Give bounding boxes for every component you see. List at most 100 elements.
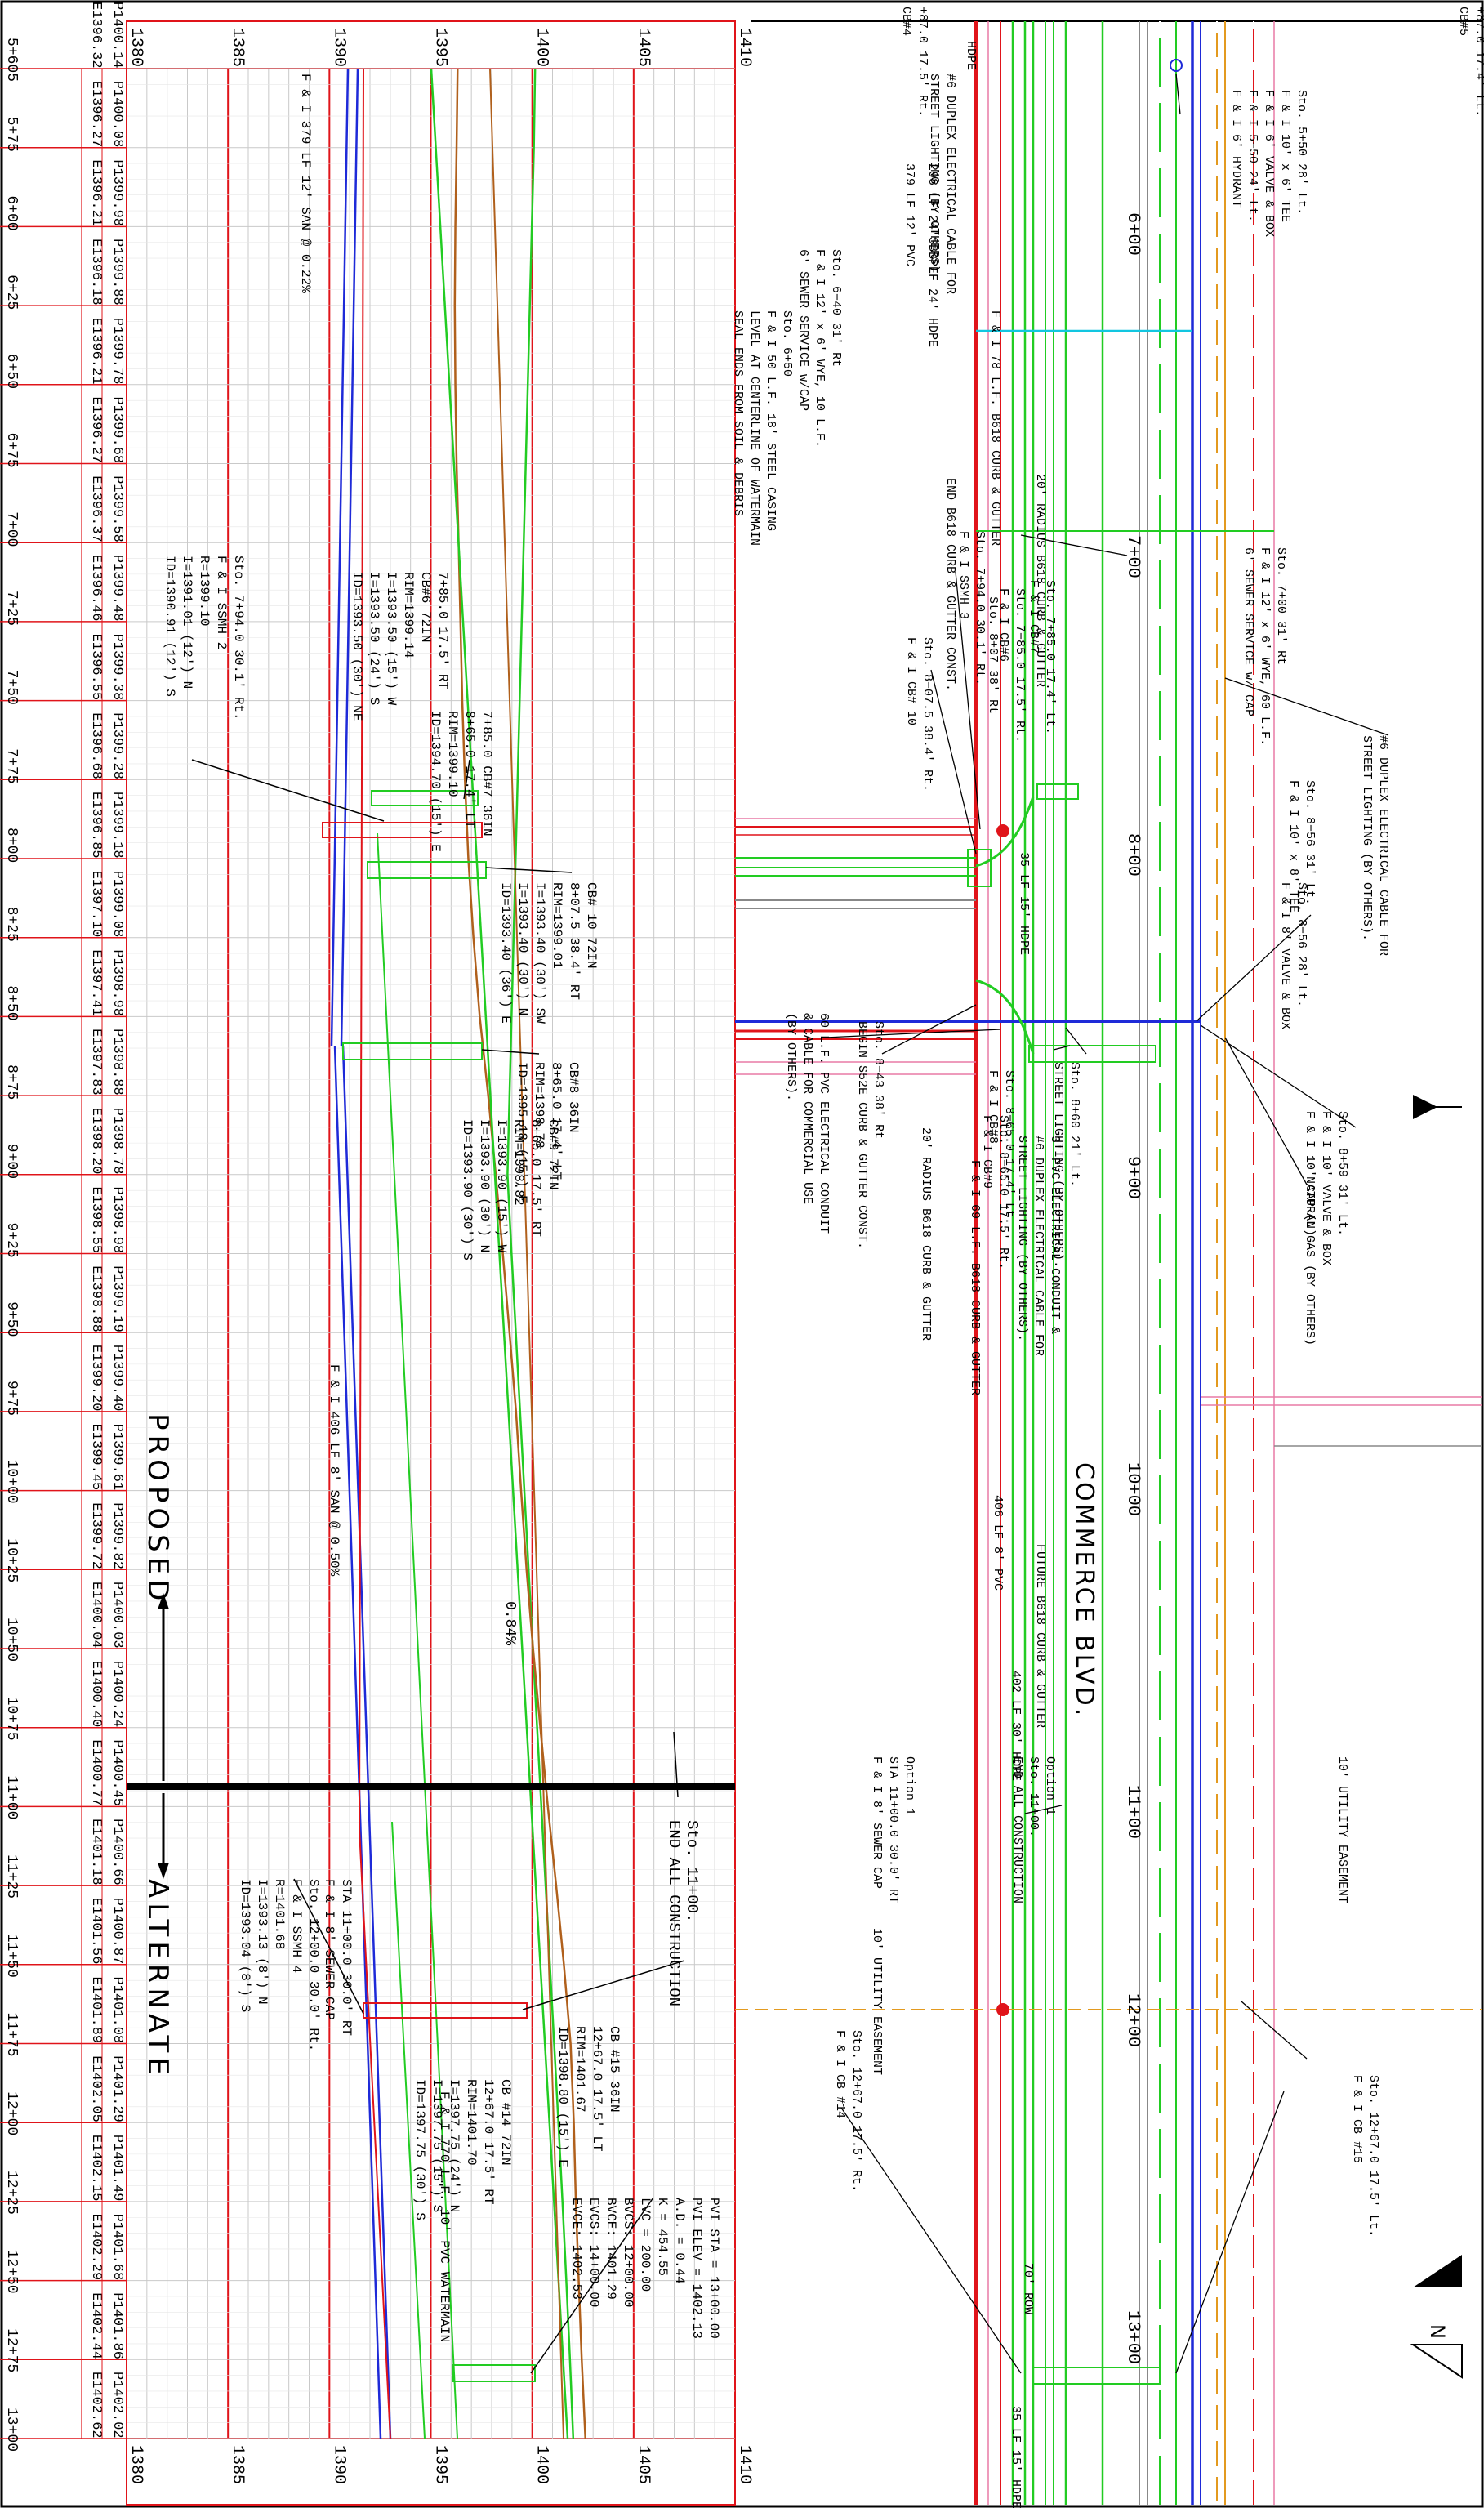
proposed-elevation: P1399.19 xyxy=(109,1265,125,1332)
station-label: 13+00 xyxy=(3,2408,20,2452)
proposed-elevation: P1398.78 xyxy=(109,1108,125,1175)
profile-note-line: I=1397.75 (15') S xyxy=(430,2079,444,2212)
profile-note-line: I=1397.75 (24') N xyxy=(447,2079,461,2212)
plan-right-callout-line: Sto. 8+56 31' Lt. xyxy=(1303,780,1317,905)
plan-left-callout-line: STREET LIGHTING (BY OTHERS). xyxy=(1051,1062,1065,1268)
station-label: 6+75 xyxy=(3,433,20,468)
structure-cb14 xyxy=(452,2364,536,2382)
station-label: 7+25 xyxy=(3,591,20,626)
plan-left-callout-line: Sto. 11+00. xyxy=(1027,1756,1041,1837)
plan-right-callout-line: 6' SEWER SERVICE w/ CAP xyxy=(1241,547,1255,716)
alternate-label: ALTERNATE xyxy=(141,1879,174,2080)
profile-note-line: 7+85.0 CB#7 36IN xyxy=(479,711,494,837)
existing-elevation: E1402.62 xyxy=(88,2372,104,2439)
callout-leader xyxy=(1224,677,1389,736)
plan-station: 9+00 xyxy=(1123,1156,1143,1199)
station-label: 12+50 xyxy=(3,2250,20,2294)
plan-left-callout-line: CB#4 xyxy=(899,7,913,36)
structure-cb8 xyxy=(342,1042,483,1060)
storm-profile-top xyxy=(377,832,458,2439)
profile-note-line: CB# 10 72IN xyxy=(584,882,599,969)
plan-station: 6+00 xyxy=(1123,212,1143,256)
profile-note-line: CB#8 36IN xyxy=(566,1062,581,1132)
proposed-elevation: P1400.87 xyxy=(109,1898,125,1965)
elevation-tick-bottom: 1405 xyxy=(634,2445,653,2484)
pipe-label-406: F & I 406 LF 8' SAN @ 0.50% xyxy=(327,1364,341,1577)
sanitary-8-crown xyxy=(341,1045,392,2439)
proposed-elevation: P1399.18 xyxy=(109,792,125,859)
profile-note-line: CB #15 36IN xyxy=(607,2026,622,2113)
profile-note-line: ID=1393.90 (30') S xyxy=(460,1119,475,1261)
proposed-elevation: P1399.88 xyxy=(109,239,125,306)
profile-note-line: STA 11+00.0 30.0' RT xyxy=(339,1879,354,2036)
proposed-elevation: P1398.98 xyxy=(109,949,125,1016)
station-label: 6+25 xyxy=(3,274,20,310)
station-label: 6+00 xyxy=(3,195,20,230)
plan-left-callout-line: F & I CB#9 xyxy=(980,1115,994,1189)
plan-station: 13+00 xyxy=(1123,2310,1143,2364)
note-leader xyxy=(293,1878,364,2015)
watermain-profile xyxy=(430,68,569,2439)
plan-left-callout-line: STREET LIGHTING (BY OTHERS) xyxy=(927,74,941,272)
profile-note-line: BVCE: 1401.29 xyxy=(604,2198,618,2300)
elevation-tick-top: 1410 xyxy=(735,28,754,67)
plan-left-callout-line: 20' RADIUS B618 CURB & GUTTER xyxy=(1033,474,1047,687)
existing-elevation: E1400.04 xyxy=(88,1582,104,1649)
elevation-tick-bottom: 1390 xyxy=(329,2445,348,2484)
station-label: 11+50 xyxy=(3,1934,20,1978)
watermain-label: F & I 770 L.F. 10' PVC WATERMAIN xyxy=(437,2091,452,2342)
existing-elevation: E1402.15 xyxy=(88,2135,104,2202)
elevation-tick-bottom: 1385 xyxy=(228,2445,247,2484)
plan-left-callout-line: END B618 CURB & GUTTER CONST. xyxy=(943,478,957,691)
profile-note-line: LVC = 200.00 xyxy=(638,2198,653,2292)
profile-grid xyxy=(126,68,736,2439)
plan-right-callout-line: CB#5 xyxy=(1456,7,1470,36)
elevation-tick-bottom: 1400 xyxy=(533,2445,551,2484)
proposed-elevation: P1399.28 xyxy=(109,712,125,779)
existing-elevation: E1396.46 xyxy=(88,555,104,622)
red-profile-a xyxy=(359,68,364,1831)
profile-note-line: I=1393.90 (30') N xyxy=(477,1119,492,1252)
plan-left-callout-line: Sto. 8+07 38' Rt xyxy=(986,596,1000,714)
existing-elevation: E1398.55 xyxy=(88,1187,104,1254)
elevation-tick-top: 1390 xyxy=(329,28,348,67)
proposed-elevation: P1402.02 xyxy=(109,2372,125,2439)
station-label: 12+75 xyxy=(3,2328,20,2372)
callout-leader xyxy=(824,1029,1001,1038)
proposed-elevation: P1399.08 xyxy=(109,871,125,938)
existing-elevation: E1399.45 xyxy=(88,1424,104,1491)
structure-cb10 xyxy=(367,861,487,879)
slope-label: 0.84% xyxy=(501,1601,518,1645)
proposed-elevation: P1400.14 xyxy=(109,2,125,69)
profile-note-line: Sto. 12+00.0 30.0' Rt. xyxy=(306,1879,321,2051)
north-arrow-lower-b xyxy=(1410,2344,1463,2379)
end-construction-2: END ALL CONSTRUCTION xyxy=(665,1820,683,2006)
station-label: 11+00 xyxy=(3,1775,20,1819)
profile-note-line: 7+85.0 17.5' RT xyxy=(435,572,450,689)
profile-note-line: RIM=1398.78 xyxy=(532,1062,546,1149)
proposed-elevation: P1400.45 xyxy=(109,1739,125,1806)
profile-note-line: RIM=1401.70 xyxy=(464,2079,479,2166)
proposed-elevation: P1401.49 xyxy=(109,2135,125,2202)
catch-basin-symbol xyxy=(967,849,992,887)
plan-left-callout-line: F & I CB#6 xyxy=(996,588,1010,662)
proposed-elevation: P1399.82 xyxy=(109,1502,125,1569)
callout-leader xyxy=(1200,1024,1357,1128)
elevation-tick-bottom: 1410 xyxy=(735,2445,754,2484)
plan-left-callout-line: HDPE xyxy=(964,41,978,70)
plan-left-callout-line: F & I 12' x 6' WYE, 10 L.F. xyxy=(813,249,827,448)
plan-left-callout-line: 3' PVC ELECTRICAL CONDUIT & xyxy=(1048,1136,1062,1334)
plan-right-callout-line: NATURAL GAS (BY OTHERS) xyxy=(1303,1176,1317,1345)
callout-leader xyxy=(881,1004,977,1055)
plan-right-callout-line: F & I 10' VALVE & BOX xyxy=(1319,1111,1333,1265)
plan-station: 12+00 xyxy=(1123,1993,1143,2047)
callout-leader xyxy=(1224,1037,1308,1185)
plan-left-callout-line: 379 LF 12' PVC xyxy=(902,163,916,266)
profile-note-line: R=1399.10 xyxy=(197,556,212,626)
plan-left-callout-line: #6 DUPLEX ELECTRICAL CABLE FOR xyxy=(943,74,957,294)
plan-left-callout-line: 35 LF 15' HDPE xyxy=(1017,852,1031,955)
structure-ssmh4 xyxy=(363,2002,528,2019)
station-label: 11+25 xyxy=(3,1854,20,1899)
plan-left-callout-line: F & I 50 L.F. 18' STEEL CASING xyxy=(764,310,778,531)
proposed-elevation: P1398.88 xyxy=(109,1029,125,1096)
